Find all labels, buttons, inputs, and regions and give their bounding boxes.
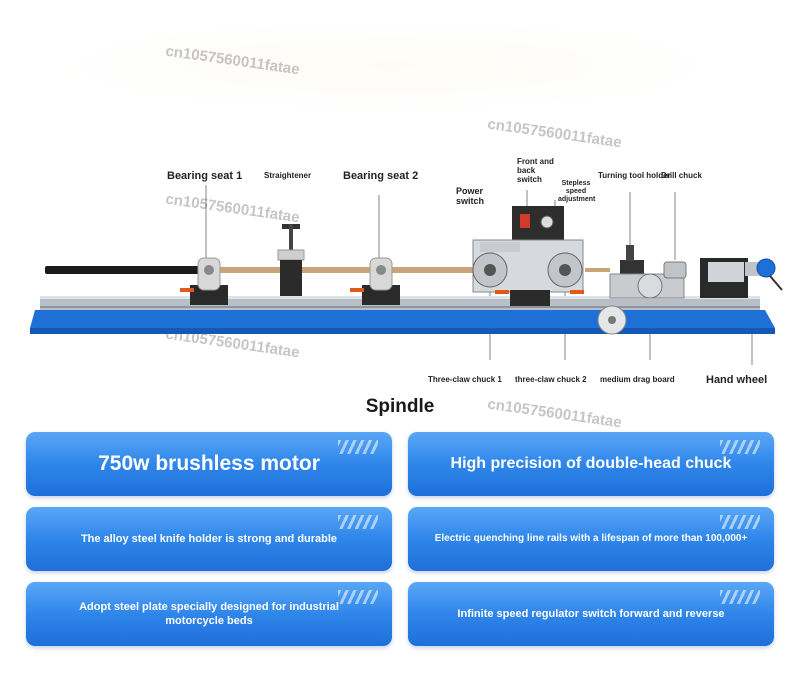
feature-card-motor: 750w brushless motor [26,432,392,496]
label-hand-wheel: Hand wheel [706,374,768,386]
decorative-stripes [720,515,760,529]
feature-text: High precision of double-head chuck [450,455,732,472]
feature-card-steel-plate: Adopt steel plate specially designed for… [26,582,392,646]
feature-text: Adopt steel plate specially designed for… [79,601,339,627]
label-stepless-speed: Stepless speed adjustment [558,180,596,203]
decorative-stripes [338,590,378,604]
feature-card-rails: Electric quenching line rails with a lif… [408,507,774,571]
spindle-title: Spindle [365,396,435,417]
decorative-stripes [720,590,760,604]
label-medium-drag-board: medium drag board [600,375,675,384]
feature-text: 750w brushless motor [98,452,320,475]
feature-card-chuck: High precision of double-head chuck [408,432,774,496]
feature-text: Infinite speed regulator switch forward … [457,608,725,620]
label-front-back-switch: Front and back switch [517,157,554,184]
label-power-switch: Power switch [456,186,485,206]
lathe-machine-illustration [30,185,783,365]
decorative-stripes [720,440,760,454]
feature-text: The alloy steel knife holder is strong a… [80,533,338,545]
label-straightener: Straightener [264,171,312,180]
label-bearing-seat-2: Bearing seat 2 [343,170,419,182]
feature-text: Electric quenching line rails with a lif… [434,533,748,544]
label-three-claw-chuck-1: Three-claw chuck 1 [428,375,502,384]
watermark: cn1057560011fatae [486,115,623,152]
label-turning-tool-holder: Turning tool holder [598,171,671,180]
top-blank-area [40,18,740,113]
decorative-stripes [338,515,378,529]
label-bearing-seat-1: Bearing seat 1 [167,170,243,182]
feature-card-speed-regulator: Infinite speed regulator switch forward … [408,582,774,646]
feature-card-knife-holder: The alloy steel knife holder is strong a… [26,507,392,571]
label-drill-chuck: Drill chuck [661,171,702,180]
label-three-claw-chuck-2: three-claw chuck 2 [515,375,587,384]
decorative-stripes [338,440,378,454]
